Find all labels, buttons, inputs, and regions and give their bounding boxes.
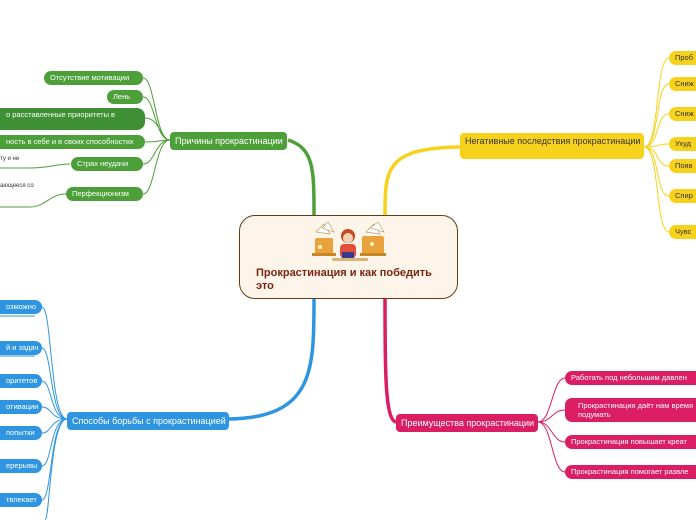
negative-item-7[interactable]: Чувс xyxy=(669,225,696,239)
cause-item-fear-of-failure[interactable]: Страх неудачи xyxy=(71,157,143,171)
cause-item-self-doubt[interactable]: ность в себе и в своих способностях xyxy=(0,135,145,149)
cause-subtext-fear[interactable]: ту и не xyxy=(0,156,20,162)
advantage-item-2[interactable]: Прокрастинация даёт нам время подумать xyxy=(565,398,696,422)
advantage-item-1[interactable]: Работать под небольшим давлен xyxy=(565,371,696,385)
negative-item-1[interactable]: Проб xyxy=(669,51,696,65)
method-item-6[interactable]: ерерывы xyxy=(0,459,42,473)
negative-item-5[interactable]: Появ xyxy=(669,159,696,173)
cause-item-motivation[interactable]: Отсутствие мотивации xyxy=(44,71,143,85)
advantage-item-4[interactable]: Прокрастинация помогает развле xyxy=(565,465,696,479)
person-at-laptops-icon xyxy=(312,222,386,261)
cause-subtext-perfectionism[interactable]: ающееся со xyxy=(0,183,34,189)
method-item-5[interactable]: попытки xyxy=(0,426,42,440)
method-item-7[interactable]: твлекает xyxy=(0,493,42,507)
central-topic[interactable]: Прокрастинация и как победить это xyxy=(239,215,458,299)
negative-item-3[interactable]: Сниж xyxy=(669,107,696,121)
method-item-4[interactable]: отивации xyxy=(0,400,42,414)
method-item-1[interactable]: озможно xyxy=(0,300,42,314)
negative-item-2[interactable]: Сниж xyxy=(669,77,696,91)
branch-negative-consequences[interactable]: Негативные последствия прокрастинации xyxy=(460,133,644,159)
central-topic-title: Прокрастинация и как победить это xyxy=(256,267,432,292)
cause-item-perfectionism[interactable]: Перфекционизм xyxy=(66,187,143,201)
method-item-2[interactable]: й и задач xyxy=(0,341,42,355)
cause-item-laziness[interactable]: Лень xyxy=(107,90,143,104)
branch-advantages[interactable]: Преимущества прокрастинации xyxy=(396,414,538,432)
cause-item-priorities[interactable]: о расставленные приоритеты в xyxy=(0,108,145,130)
branch-methods[interactable]: Способы борьбы с прокрастинацией xyxy=(67,412,229,430)
method-item-3[interactable]: оритетов xyxy=(0,374,42,388)
negative-item-4[interactable]: Ухуд xyxy=(669,137,696,151)
negative-item-6[interactable]: Спир xyxy=(669,189,696,203)
branch-causes[interactable]: Причины прокрастинации xyxy=(170,132,287,150)
advantage-item-3[interactable]: Прокрастинация повышает креат xyxy=(565,435,696,449)
